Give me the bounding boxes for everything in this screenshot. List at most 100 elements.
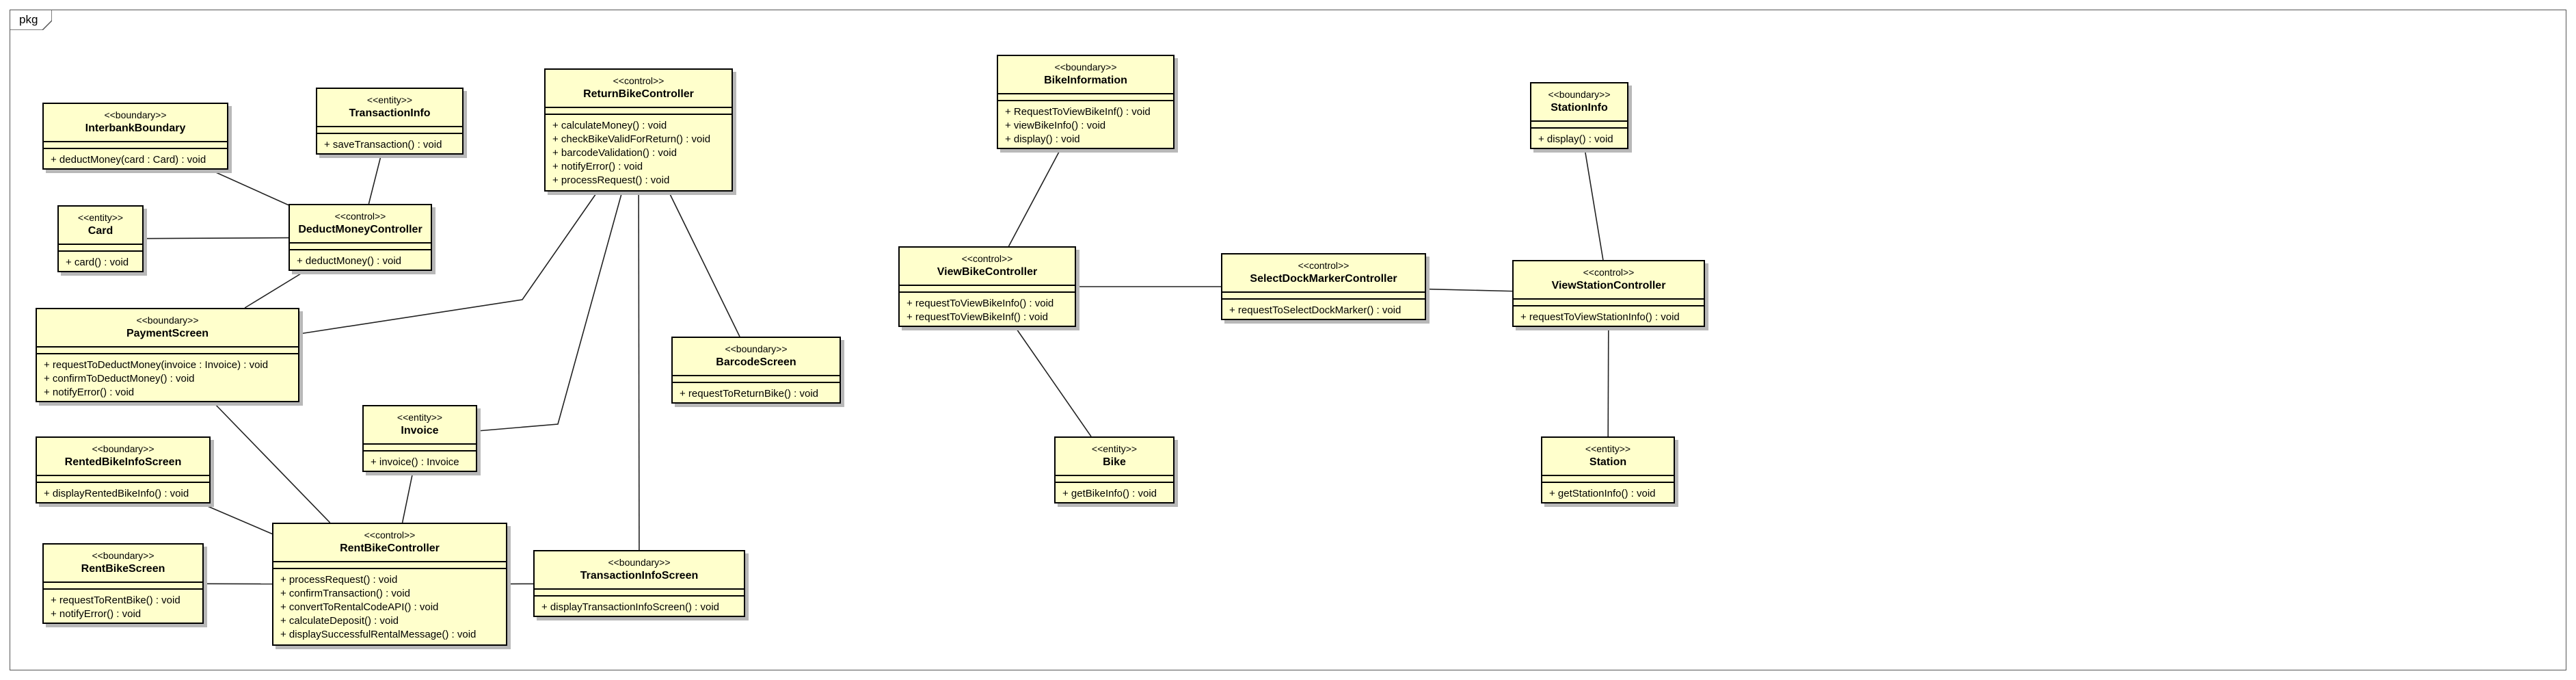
class-header: <<boundary>>TransactionInfoScreen — [535, 551, 744, 590]
class-attributes-compartment — [900, 286, 1075, 293]
class-operations-compartment: + requestToViewBikeInfo() : void+ reques… — [900, 293, 1075, 327]
class-operation: + notifyError() : void — [44, 387, 135, 398]
class-name: ViewBikeController — [937, 266, 1038, 278]
class-operations-compartment: + card() : void — [59, 252, 142, 272]
class-attributes-compartment — [998, 94, 1173, 101]
class-return-bike-controller[interactable]: <<control>>ReturnBikeController + calcula… — [544, 68, 733, 192]
class-operation: + viewBikeInfo() : void — [1005, 120, 1106, 131]
class-name: RentedBikeInfoScreen — [64, 456, 182, 468]
class-name: RentBikeScreen — [81, 563, 165, 575]
class-operation: + deductMoney(card : Card) : void — [51, 154, 206, 166]
class-stereotype: <<entity>> — [397, 412, 443, 423]
class-operation: + displayRentedBikeInfo() : void — [44, 488, 189, 499]
class-stereotype: <<entity>> — [77, 212, 124, 223]
class-header: <<control>> DeductMoneyController — [290, 205, 431, 244]
class-stereotype: <<control>> — [334, 211, 386, 222]
class-view-station-controller[interactable]: <<control>>ViewStationController+ reques… — [1512, 260, 1705, 327]
class-payment-screen[interactable]: <<boundary>>PaymentScreen+ requestToDedu… — [36, 308, 299, 402]
class-stereotype: <<boundary>> — [725, 343, 788, 354]
class-operations-compartment: + getBikeInfo() : void — [1056, 483, 1173, 504]
class-barcode-screen[interactable]: <<boundary>>BarcodeScreen + requestToRetu… — [671, 337, 841, 404]
association-card-to-deduct-money-controller — [143, 237, 289, 239]
class-header: <<boundary>> RentedBikeInfoScreen — [37, 438, 209, 476]
class-operation: + processRequest() : void — [552, 174, 670, 186]
association-station-info-to-view-station-controller — [1584, 148, 1604, 261]
class-stereotype: <<control>> — [613, 75, 665, 86]
class-deduct-money-controller[interactable]: <<control>> DeductMoneyController + deduct… — [289, 204, 432, 271]
class-operation: + checkBikeValidForReturn() : void — [552, 133, 711, 145]
class-bike-information[interactable]: <<boundary>>BikeInformation+ RequestToVi… — [997, 55, 1175, 149]
class-attributes-compartment — [37, 476, 209, 483]
class-operations-compartment: + getStationInfo() : void — [1542, 483, 1674, 504]
association-view-bike-controller-to-bike — [1015, 326, 1092, 437]
class-name: TransactionInfo — [349, 107, 431, 119]
class-stereotype: <<boundary>> — [104, 109, 167, 120]
class-transaction-info-screen[interactable]: <<boundary>>TransactionInfoScreen+ displ… — [533, 550, 745, 617]
class-operation: + requestToViewBikeInfo() : void — [907, 298, 1054, 309]
class-operations-compartment: + requestToRentBike() : void+ notifyErro… — [44, 590, 202, 624]
class-operations-compartment: + requestToReturnBike() : void — [673, 383, 840, 404]
class-header: <<control>>SelectDockMarkerController — [1222, 254, 1425, 293]
class-attributes-compartment — [1056, 476, 1173, 483]
class-view-bike-controller[interactable]: <<control>> ViewBikeController + requestTo… — [898, 246, 1076, 327]
association-invoice-to-rent-bike-controller — [401, 471, 414, 523]
class-operations-compartment: + invoice() : Invoice — [364, 452, 476, 472]
class-header: <<boundary>>RentBikeScreen — [44, 545, 202, 583]
class-interbank-boundary[interactable]: <<boundary>>InterbankBoundary+ deductMon… — [42, 103, 228, 170]
class-name: Bike — [1103, 456, 1126, 468]
class-attributes-compartment — [1514, 300, 1704, 306]
association-return-bike-controller-to-invoice — [477, 191, 623, 432]
class-operations-compartment: + deductMoney() : void — [290, 250, 431, 271]
class-invoice[interactable]: <<entity>> Invoice + invoice() : Invoice — [362, 405, 477, 472]
class-header: <<control>> RentBikeController — [273, 524, 506, 562]
association-payment-screen-to-rent-bike-controller — [213, 402, 331, 523]
class-attributes-compartment — [44, 142, 227, 149]
class-stereotype: <<control>> — [364, 529, 416, 540]
class-operation: + display() : void — [1005, 133, 1080, 145]
class-stereotype: <<boundary>> — [1548, 89, 1611, 100]
class-rented-bike-info-screen[interactable]: <<boundary>> RentedBikeInfoScreen + displa… — [36, 436, 211, 504]
class-stereotype: <<boundary>> — [1054, 62, 1117, 73]
class-station[interactable]: <<entity>>Station+ getStationInfo() : vo… — [1541, 436, 1675, 504]
class-operations-compartment: + displayRentedBikeInfo() : void — [37, 483, 209, 504]
class-rent-bike-screen[interactable]: <<boundary>>RentBikeScreen + requestToRen… — [42, 543, 204, 624]
class-rent-bike-controller[interactable]: <<control>> RentBikeController + processRe… — [272, 523, 507, 646]
class-attributes-compartment — [44, 583, 202, 590]
class-operation: + calculateDeposit() : void — [280, 615, 399, 627]
class-operation: + barcodeValidation() : void — [552, 147, 677, 159]
class-operation: + notifyError() : void — [552, 161, 643, 172]
class-stereotype: <<control>> — [961, 253, 1013, 264]
class-name: Invoice — [401, 425, 439, 436]
class-name: RentBikeController — [340, 542, 440, 554]
association-interbank-boundary-to-deduct-money-controller — [209, 169, 289, 206]
class-operation: + requestToSelectDockMarker() : void — [1229, 304, 1401, 316]
class-operation: + getBikeInfo() : void — [1062, 488, 1157, 499]
class-name: ViewStationController — [1551, 280, 1666, 291]
class-card[interactable]: <<entity>> Card + card() : void — [57, 205, 144, 272]
class-station-info[interactable]: <<boundary>>StationInfo+ display() : voi… — [1530, 82, 1628, 149]
class-operations-compartment: + saveTransaction() : void — [317, 134, 462, 155]
class-name: PaymentScreen — [126, 328, 209, 339]
class-header: <<control>>ReturnBikeController — [546, 70, 732, 108]
class-name: SelectDockMarkerController — [1250, 273, 1397, 285]
class-operation: + calculateMoney() : void — [552, 120, 667, 131]
class-operations-compartment: + deductMoney(card : Card) : void — [44, 149, 227, 170]
class-name: Card — [88, 225, 113, 237]
class-header: <<boundary>>BarcodeScreen — [673, 338, 840, 376]
class-operation: + getStationInfo() : void — [1549, 488, 1656, 499]
class-attributes-compartment — [290, 244, 431, 250]
class-operation: + requestToViewStationInfo() : void — [1520, 311, 1680, 323]
class-header: <<boundary>>PaymentScreen — [37, 309, 298, 348]
association-bike-information-to-view-bike-controller — [1008, 148, 1061, 247]
class-header: <<entity>>TransactionInfo — [317, 89, 462, 127]
class-transaction-info[interactable]: <<entity>>TransactionInfo + saveTransacti… — [316, 88, 464, 155]
class-select-dock-marker-controller[interactable]: <<control>>SelectDockMarkerController + r… — [1221, 253, 1426, 320]
class-bike[interactable]: <<entity>>Bike+ getBikeInfo() : void — [1054, 436, 1175, 504]
class-operations-compartment: + processRequest() : void+ confirmTransa… — [273, 569, 506, 644]
class-operations-compartment: + calculateMoney() : void + checkBikeVali… — [546, 115, 732, 190]
class-header: <<boundary>>StationInfo — [1531, 83, 1627, 122]
class-stereotype: <<boundary>> — [92, 443, 155, 454]
class-header: <<control>> ViewBikeController — [900, 248, 1075, 286]
class-name: DeductMoneyController — [298, 224, 422, 235]
